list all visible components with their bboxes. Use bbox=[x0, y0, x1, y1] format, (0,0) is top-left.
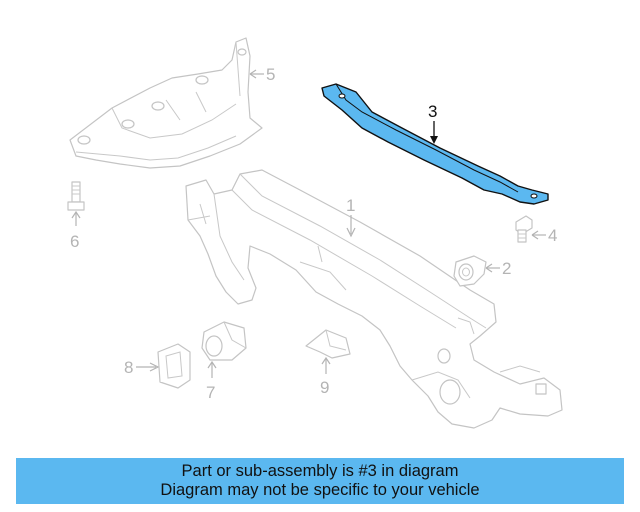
part-1-support-frame bbox=[185, 169, 563, 429]
svg-text:7: 7 bbox=[206, 383, 215, 402]
callout-1: 1 bbox=[346, 196, 356, 238]
part-7-sensor bbox=[201, 321, 247, 361]
svg-text:2: 2 bbox=[502, 259, 511, 278]
svg-text:4: 4 bbox=[548, 226, 557, 245]
svg-text:8: 8 bbox=[124, 358, 133, 377]
callout-3: 3 bbox=[428, 102, 438, 144]
part-6-bolt bbox=[67, 181, 85, 211]
part-9-bracket bbox=[305, 329, 351, 359]
svg-text:9: 9 bbox=[320, 378, 329, 397]
callout-7: 7 bbox=[206, 360, 217, 402]
parts-diagram: 5 3 1 2 4 6 7 8 9 bbox=[67, 37, 563, 429]
part-8-bracket bbox=[157, 343, 191, 389]
svg-text:3: 3 bbox=[428, 102, 437, 121]
part-2-bushing bbox=[453, 255, 487, 287]
callout-6: 6 bbox=[70, 210, 81, 251]
svg-text:1: 1 bbox=[346, 196, 355, 215]
banner-line-part-number: Part or sub-assembly is #3 in diagram bbox=[181, 462, 459, 480]
callout-8: 8 bbox=[124, 358, 160, 377]
callout-2: 2 bbox=[485, 259, 511, 278]
callout-4: 4 bbox=[531, 226, 557, 245]
banner-line-disclaimer: Diagram may not be specific to your vehi… bbox=[160, 481, 480, 499]
callout-5: 5 bbox=[249, 65, 275, 84]
part-5-shield bbox=[69, 37, 263, 169]
svg-text:5: 5 bbox=[266, 65, 275, 84]
svg-text:6: 6 bbox=[70, 232, 79, 251]
callout-9: 9 bbox=[320, 356, 331, 397]
part-4-bolt bbox=[515, 215, 533, 243]
part-3-cross-bar bbox=[321, 83, 549, 205]
info-banner: Part or sub-assembly is #3 in diagram Di… bbox=[16, 458, 624, 504]
